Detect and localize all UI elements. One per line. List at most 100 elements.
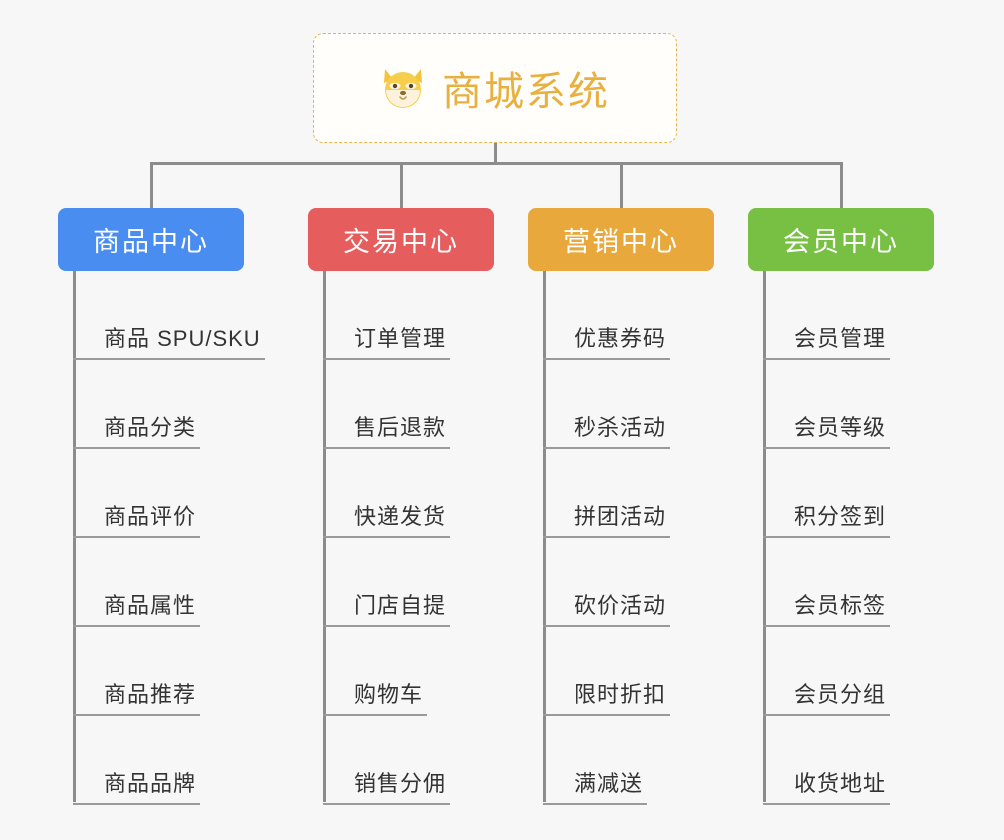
item-inner: 销售分佣 bbox=[323, 766, 451, 805]
item-inner: 限时折扣 bbox=[543, 677, 671, 716]
branch-header-label: 营销中心 bbox=[563, 227, 679, 257]
list-item-label: 积分签到 bbox=[794, 504, 887, 529]
item-inner: 商品品牌 bbox=[73, 766, 201, 805]
item-inner: 售后退款 bbox=[323, 410, 451, 449]
list-item[interactable]: 优惠券码 bbox=[543, 271, 671, 360]
list-item[interactable]: 商品分类 bbox=[73, 360, 265, 449]
branch-header-member[interactable]: 会员中心 bbox=[748, 208, 934, 271]
list-item[interactable]: 会员分组 bbox=[763, 627, 891, 716]
branch-header-product[interactable]: 商品中心 bbox=[58, 208, 244, 271]
list-item[interactable]: 商品推荐 bbox=[73, 627, 265, 716]
item-underline bbox=[323, 714, 428, 716]
list-item[interactable]: 会员标签 bbox=[763, 538, 891, 627]
item-inner: 商品属性 bbox=[73, 588, 201, 627]
item-underline bbox=[543, 358, 671, 360]
list-item[interactable]: 商品属性 bbox=[73, 538, 265, 627]
item-inner: 会员标签 bbox=[763, 588, 891, 627]
root-title: 商城系统 bbox=[442, 70, 610, 114]
root-node[interactable]: 商城系统 bbox=[313, 33, 677, 143]
item-inner: 商品推荐 bbox=[73, 677, 201, 716]
list-item-label: 门店自提 bbox=[354, 593, 447, 618]
shiba-dog-face-icon bbox=[380, 64, 428, 112]
item-underline bbox=[73, 625, 201, 627]
list-item[interactable]: 砍价活动 bbox=[543, 538, 671, 627]
connector-drop-3 bbox=[620, 162, 623, 208]
item-inner: 积分签到 bbox=[763, 499, 891, 538]
item-underline bbox=[73, 803, 201, 805]
item-inner: 商品评价 bbox=[73, 499, 201, 538]
item-inner: 商品分类 bbox=[73, 410, 201, 449]
list-item[interactable]: 商品品牌 bbox=[73, 716, 265, 805]
item-underline bbox=[543, 803, 648, 805]
branch-header-label: 交易中心 bbox=[343, 227, 459, 257]
connector-drop-2 bbox=[400, 162, 403, 208]
connector-root-stem bbox=[494, 143, 497, 165]
list-item[interactable]: 商品评价 bbox=[73, 449, 265, 538]
item-inner: 秒杀活动 bbox=[543, 410, 671, 449]
list-item[interactable]: 满减送 bbox=[543, 716, 670, 805]
list-item-label: 优惠券码 bbox=[574, 326, 667, 351]
list-item-label: 商品评价 bbox=[104, 504, 197, 529]
item-inner: 商品 SPU/SKU bbox=[73, 321, 265, 360]
item-underline bbox=[323, 536, 451, 538]
item-underline bbox=[73, 447, 201, 449]
list-item[interactable]: 会员等级 bbox=[763, 360, 891, 449]
list-item-label: 订单管理 bbox=[354, 326, 447, 351]
list-item[interactable]: 拼团活动 bbox=[543, 449, 671, 538]
list-item-label: 收货地址 bbox=[794, 771, 887, 796]
list-item-label: 购物车 bbox=[354, 682, 424, 707]
item-inner: 会员等级 bbox=[763, 410, 891, 449]
list-item-label: 商品品牌 bbox=[104, 771, 197, 796]
list-item-label: 商品 SPU/SKU bbox=[104, 326, 261, 351]
branch-header-trade[interactable]: 交易中心 bbox=[308, 208, 494, 271]
list-item[interactable]: 积分签到 bbox=[763, 449, 891, 538]
branch-items-trade: 订单管理 售后退款 快递发货 门店自提 bbox=[323, 271, 451, 805]
item-underline bbox=[763, 358, 891, 360]
list-item-label: 砍价活动 bbox=[574, 593, 667, 618]
item-inner: 优惠券码 bbox=[543, 321, 671, 360]
connector-bus bbox=[150, 162, 842, 165]
item-underline bbox=[323, 625, 451, 627]
branch-items-product: 商品 SPU/SKU 商品分类 商品评价 商品属性 bbox=[73, 271, 265, 805]
item-underline bbox=[763, 625, 891, 627]
item-underline bbox=[73, 358, 265, 360]
list-item-label: 限时折扣 bbox=[574, 682, 667, 707]
list-item[interactable]: 收货地址 bbox=[763, 716, 891, 805]
branch-items-member: 会员管理 会员等级 积分签到 会员标签 bbox=[763, 271, 891, 805]
list-item-label: 秒杀活动 bbox=[574, 415, 667, 440]
list-item-label: 售后退款 bbox=[354, 415, 447, 440]
item-underline bbox=[763, 803, 891, 805]
list-item-label: 快递发货 bbox=[354, 504, 447, 529]
list-item[interactable]: 会员管理 bbox=[763, 271, 891, 360]
list-item[interactable]: 销售分佣 bbox=[323, 716, 451, 805]
item-underline bbox=[73, 536, 201, 538]
list-item-label: 会员管理 bbox=[794, 326, 887, 351]
item-underline bbox=[763, 536, 891, 538]
item-underline bbox=[543, 625, 671, 627]
branch-items-marketing: 优惠券码 秒杀活动 拼团活动 砍价活动 bbox=[543, 271, 671, 805]
list-item[interactable]: 商品 SPU/SKU bbox=[73, 271, 265, 360]
item-inner: 拼团活动 bbox=[543, 499, 671, 538]
item-underline bbox=[543, 714, 671, 716]
list-item-label: 拼团活动 bbox=[574, 504, 667, 529]
list-item[interactable]: 订单管理 bbox=[323, 271, 451, 360]
list-item[interactable]: 限时折扣 bbox=[543, 627, 671, 716]
branch-column-product: 商品中心 商品 SPU/SKU 商品分类 商品评价 bbox=[58, 208, 265, 805]
list-item[interactable]: 快递发货 bbox=[323, 449, 451, 538]
branch-header-marketing[interactable]: 营销中心 bbox=[528, 208, 714, 271]
list-item-label: 商品属性 bbox=[104, 593, 197, 618]
item-inner: 订单管理 bbox=[323, 321, 451, 360]
item-inner: 会员分组 bbox=[763, 677, 891, 716]
list-item[interactable]: 门店自提 bbox=[323, 538, 451, 627]
connector-drop-1 bbox=[150, 162, 153, 208]
list-item[interactable]: 售后退款 bbox=[323, 360, 451, 449]
list-item[interactable]: 购物车 bbox=[323, 627, 450, 716]
list-item-label: 会员分组 bbox=[794, 682, 887, 707]
item-underline bbox=[543, 536, 671, 538]
item-underline bbox=[543, 447, 671, 449]
item-underline bbox=[763, 447, 891, 449]
branch-column-trade: 交易中心 订单管理 售后退款 快递发货 bbox=[308, 208, 494, 805]
list-item[interactable]: 秒杀活动 bbox=[543, 360, 671, 449]
item-underline bbox=[323, 447, 451, 449]
